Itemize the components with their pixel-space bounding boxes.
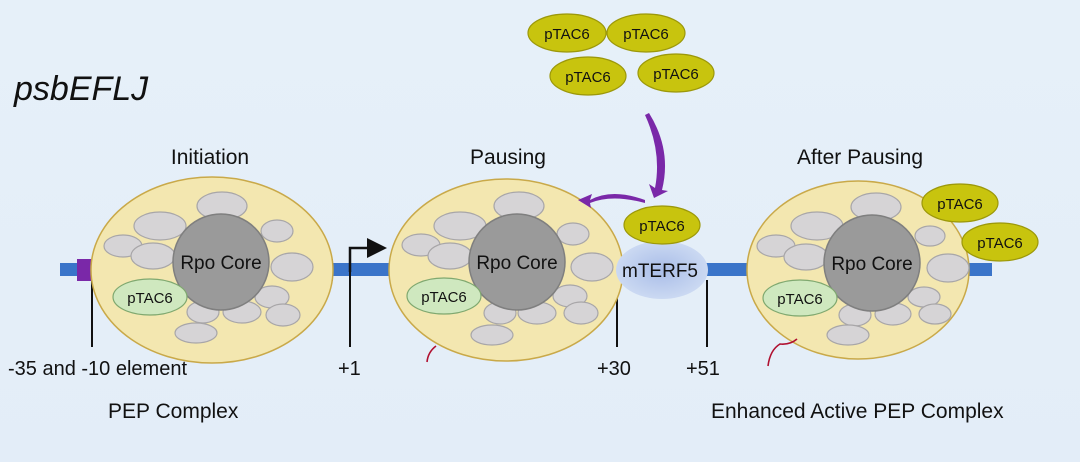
mterf5-label: mTERF5 bbox=[622, 261, 698, 282]
gene-name: psbEFLJ bbox=[13, 70, 149, 108]
bound-ptac6-label: pTAC6 bbox=[127, 290, 173, 307]
rna-transcript bbox=[767, 338, 798, 367]
bound-ptac6 bbox=[406, 277, 482, 315]
recruited-ptac6-label: pTAC6 bbox=[639, 218, 685, 235]
caption-enhanced-pep-complex: Enhanced Active PEP Complex bbox=[711, 400, 1004, 423]
stage-title-after-pausing: After Pausing bbox=[797, 146, 923, 169]
rpo-core bbox=[468, 213, 566, 311]
bound-ptac6-label: pTAC6 bbox=[777, 291, 823, 308]
recruited-ptac6 bbox=[623, 205, 701, 245]
recruitment-arrow-icon bbox=[645, 113, 668, 198]
pep-complex-after-pausing: Rpo Core pTAC6 bbox=[746, 180, 970, 360]
rpo-core-label: Rpo Core bbox=[476, 253, 557, 274]
caption-pep-complex: PEP Complex bbox=[108, 400, 239, 423]
pep-complex-initiation: Rpo Core pTAC6 bbox=[90, 176, 334, 364]
rpo-core bbox=[172, 213, 270, 311]
transfer-arrow-icon bbox=[578, 194, 645, 208]
rpo-core-label: Rpo Core bbox=[180, 253, 261, 274]
stage-title-initiation: Initiation bbox=[171, 146, 249, 169]
mterf5 bbox=[616, 241, 708, 299]
pep-subunits bbox=[756, 192, 970, 346]
bound-ptac6 bbox=[762, 279, 838, 317]
rna-transcript bbox=[426, 345, 437, 363]
free-ptac6-label: pTAC6 bbox=[565, 69, 611, 86]
tss-label: +1 bbox=[338, 358, 361, 380]
end-site-label: +51 bbox=[686, 358, 720, 380]
tss-arrow-icon bbox=[348, 238, 387, 272]
free-ptac6 bbox=[549, 56, 627, 96]
promoter-label: -35 and -10 element bbox=[8, 358, 187, 380]
associated-ptac6 bbox=[961, 222, 1039, 262]
stage-title-pausing: Pausing bbox=[470, 146, 546, 169]
free-ptac6 bbox=[606, 13, 686, 53]
pep-complex-pausing: Rpo Core pTAC6 bbox=[388, 178, 624, 362]
free-ptac6 bbox=[637, 53, 715, 93]
associated-ptac6 bbox=[921, 183, 999, 223]
bound-ptac6 bbox=[112, 278, 188, 316]
rpo-core-label: Rpo Core bbox=[831, 254, 912, 275]
free-ptac6-label: pTAC6 bbox=[653, 66, 699, 83]
free-ptac6-cluster: pTAC6 pTAC6 pTAC6 pTAC6 bbox=[527, 13, 715, 96]
bound-ptac6-label: pTAC6 bbox=[421, 289, 467, 306]
associated-ptac6-label: pTAC6 bbox=[937, 196, 983, 213]
pause-site-label: +30 bbox=[597, 358, 631, 380]
free-ptac6-label: pTAC6 bbox=[544, 26, 590, 43]
associated-ptac6-label: pTAC6 bbox=[977, 235, 1023, 252]
free-ptac6-label: pTAC6 bbox=[623, 26, 669, 43]
rpo-core bbox=[823, 214, 921, 312]
free-ptac6 bbox=[527, 13, 607, 53]
